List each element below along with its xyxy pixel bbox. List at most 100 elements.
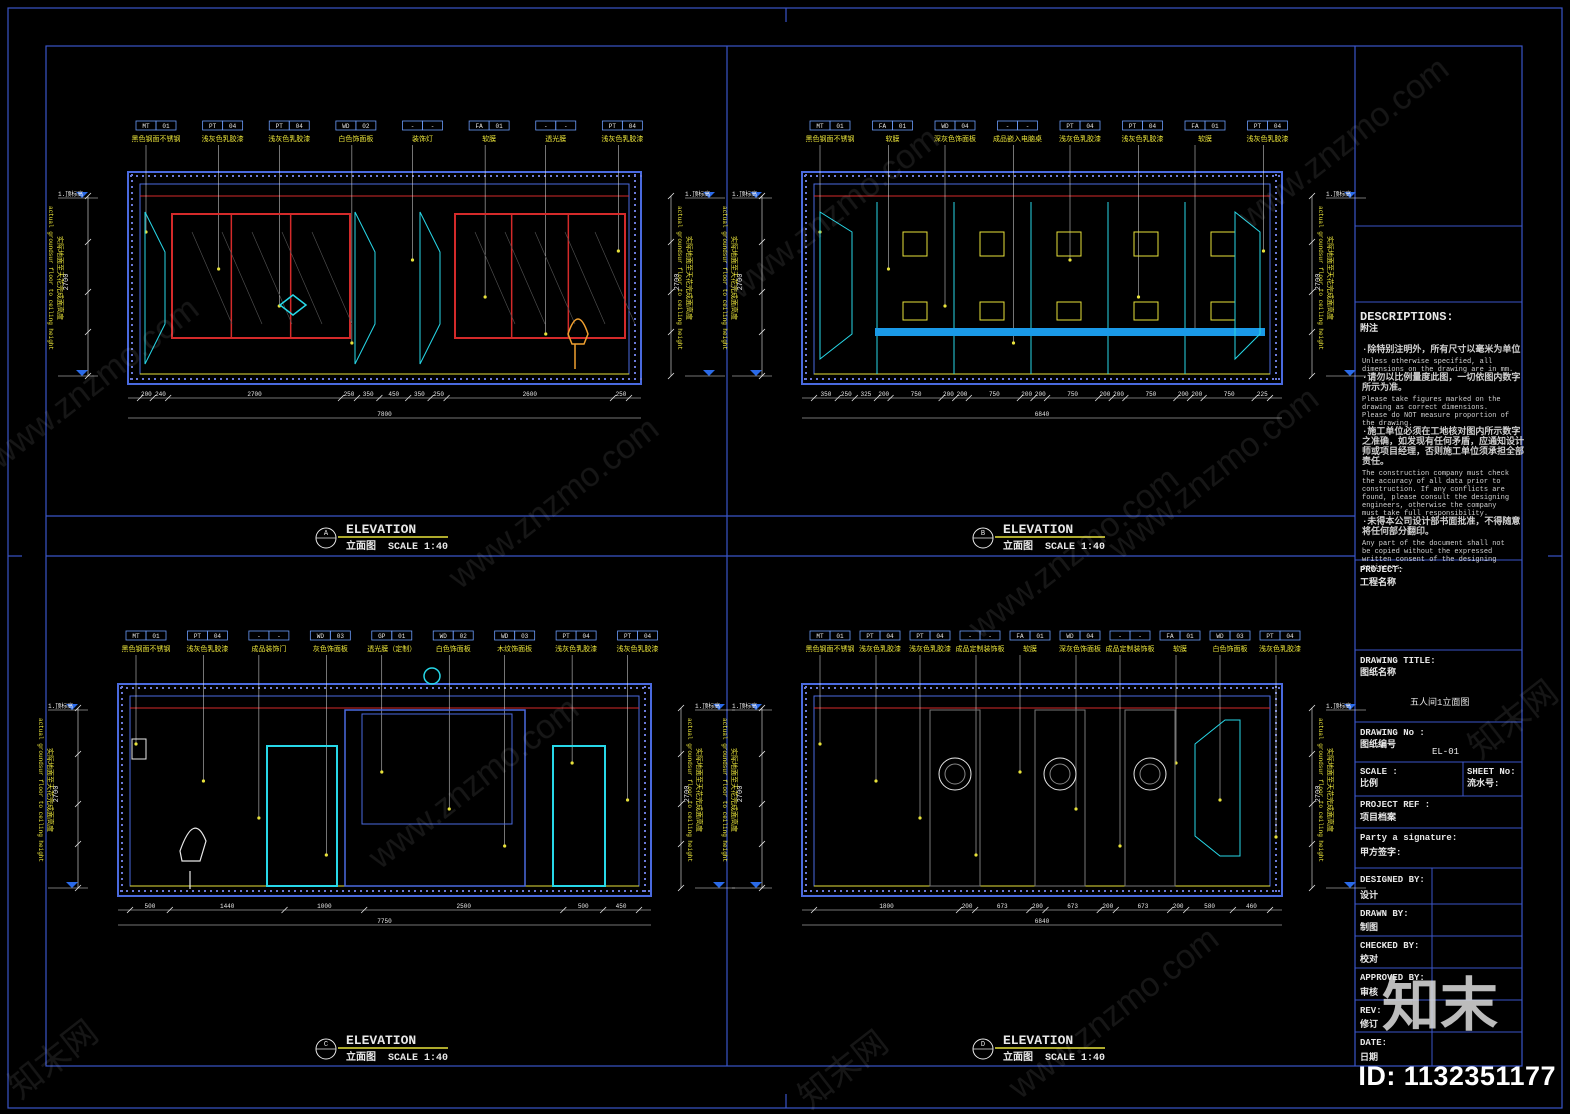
- wall-hatch: [286, 378, 288, 380]
- callout-material: 浅灰色乳胶漆: [617, 644, 659, 654]
- wall-hatch: [498, 687, 500, 689]
- dim-tick: [1229, 906, 1237, 914]
- wall-hatch: [924, 890, 926, 892]
- wall-hatch: [456, 687, 458, 689]
- wall-hatch: [202, 378, 204, 380]
- wall-hatch: [1266, 890, 1268, 892]
- wall-hatch: [432, 687, 434, 689]
- wall-hatch: [276, 890, 278, 892]
- wall-hatch: [1275, 216, 1277, 218]
- wall-hatch: [1248, 175, 1250, 177]
- note-line: Unless otherwise specified, all: [1362, 358, 1492, 366]
- wall-hatch: [1032, 890, 1034, 892]
- note-line: found, please consult the designing: [1362, 494, 1509, 502]
- descriptions-cn: 附注: [1360, 322, 1378, 334]
- wall-hatch: [394, 378, 396, 380]
- wall-hatch: [1224, 378, 1226, 380]
- wall-hatch: [634, 204, 636, 206]
- wall-hatch: [436, 378, 438, 380]
- dim-value: 200: [1173, 903, 1184, 910]
- wall-hatch: [1275, 842, 1277, 844]
- wall-hatch: [1275, 306, 1277, 308]
- wall-hatch: [492, 687, 494, 689]
- wall-hatch: [358, 175, 360, 177]
- wall-hatch: [834, 890, 836, 892]
- wall-hatch: [876, 890, 878, 892]
- wall-hatch: [1164, 890, 1166, 892]
- wall-hatch: [1275, 860, 1277, 862]
- callout-num-box: [1204, 120, 1226, 131]
- wall-hatch: [418, 175, 420, 177]
- wall-hatch: [294, 890, 296, 892]
- level-marker: [76, 192, 88, 198]
- wall-hatch: [1275, 258, 1277, 260]
- dim-tick: [1166, 906, 1174, 914]
- wall-hatch: [490, 378, 492, 380]
- wall-hatch: [121, 830, 123, 832]
- wall-hatch: [805, 686, 807, 688]
- monitor-icon: [1133, 301, 1159, 321]
- wall-hatch: [276, 687, 278, 689]
- wall-hatch: [526, 175, 528, 177]
- note-line: engineers.: [1362, 564, 1404, 572]
- wall-hatch: [282, 890, 284, 892]
- drawing-title-value: 五人间1立面图: [1410, 696, 1469, 708]
- leader-dot: [447, 807, 451, 811]
- dim-value: 1440: [220, 903, 235, 910]
- level-marker: [750, 192, 762, 198]
- callout-code: FA: [1016, 633, 1024, 640]
- wall-hatch: [574, 175, 576, 177]
- elevation-subtitle: 立面图: [1003, 1050, 1033, 1064]
- dim-tick: [404, 394, 412, 402]
- callout-num-box: [954, 120, 976, 131]
- dim-tick: [1308, 192, 1316, 200]
- wall-hatch: [268, 175, 270, 177]
- wall-hatch: [502, 378, 504, 380]
- wall-hatch: [490, 175, 492, 177]
- wall-hatch: [238, 378, 240, 380]
- glass-hatch: [534, 231, 576, 325]
- wall-hatch: [1044, 175, 1046, 177]
- dim-total: 7750: [377, 918, 392, 925]
- wall-hatch: [634, 318, 636, 320]
- callout-material: 软膜: [1173, 644, 1187, 654]
- height-dim-total: 2700: [737, 274, 745, 291]
- wall-hatch: [131, 324, 133, 326]
- wall-hatch: [936, 890, 938, 892]
- wall-hatch: [1266, 378, 1268, 380]
- wall-hatch: [121, 836, 123, 838]
- wall-hatch: [270, 687, 272, 689]
- wall-hatch: [131, 282, 133, 284]
- dim-tick: [353, 394, 361, 402]
- wall-hatch: [1200, 890, 1202, 892]
- wall-hatch: [222, 890, 224, 892]
- wall-hatch: [312, 890, 314, 892]
- wall-hatch: [322, 175, 324, 177]
- wall-hatch: [264, 890, 266, 892]
- callout-num: 01: [1036, 633, 1044, 640]
- wall-hatch: [1104, 378, 1106, 380]
- wall-hatch: [634, 312, 636, 314]
- dim-tick: [560, 906, 567, 914]
- wall-hatch: [816, 175, 818, 177]
- wall-hatch: [226, 378, 228, 380]
- dim-value: 1000: [317, 903, 332, 910]
- wall-hatch: [1038, 687, 1040, 689]
- callout-num-box: [329, 630, 351, 641]
- round-ornament: [1043, 757, 1077, 791]
- wall-hatch: [540, 687, 542, 689]
- wall-outline: [801, 683, 1283, 897]
- wall-hatch: [1182, 687, 1184, 689]
- dim-value: 200: [1191, 391, 1202, 398]
- dim-tick: [758, 884, 766, 892]
- wall-hatch: [644, 878, 646, 880]
- wall-hatch: [1032, 378, 1034, 380]
- wall-hatch: [466, 175, 468, 177]
- wall-hatch: [948, 890, 950, 892]
- wall-hatch: [1140, 890, 1142, 892]
- wall-hatch: [1068, 687, 1070, 689]
- wall-hatch: [1014, 890, 1016, 892]
- leader-dot: [943, 304, 947, 308]
- wall-hatch: [1278, 378, 1280, 380]
- note-line: be copied without the expressed: [1362, 548, 1492, 556]
